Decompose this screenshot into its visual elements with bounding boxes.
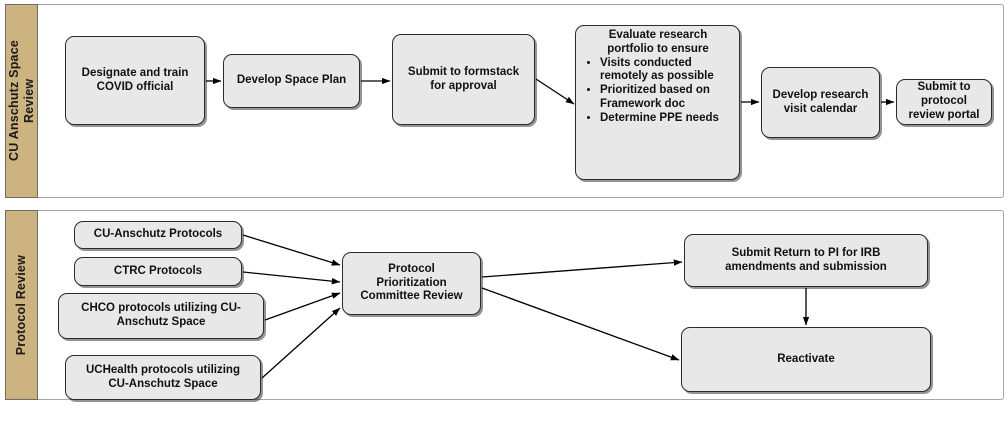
node-label: UCHealth protocols utilizing CU-Anschutz…	[86, 363, 240, 390]
node-label: Develop Space Plan	[236, 74, 347, 87]
node-label: Submit to protocol review portal	[908, 81, 980, 121]
node-develop-research-visit-calendar[interactable]: Develop research visit calendar	[761, 67, 880, 138]
swimlane-label-cu-anschutz-space-review: CU Anschutz Space Review	[5, 4, 38, 198]
node-label: CTRC Protocols	[113, 264, 203, 277]
node-bullet-item: Prioritized based on Framework doc	[600, 84, 734, 112]
node-label: CU-Anschutz Protocols	[93, 228, 223, 241]
node-designate-train-covid-official[interactable]: Designate and train COVID official	[65, 36, 205, 125]
node-label: CHCO protocols utilizing CU- Anschutz Sp…	[81, 302, 241, 328]
node-label: Reactivate	[777, 352, 835, 365]
swimlane-label-text: Protocol Review	[14, 254, 29, 356]
swimlane-label-protocol-review: Protocol Review	[5, 210, 38, 400]
node-uchealth-protocols[interactable]: UCHealth protocols utilizing CU-Anschutz…	[65, 355, 261, 400]
node-label: Submit Return to PI for IRB amendments a…	[725, 246, 887, 273]
node-protocol-prioritization-committee-review[interactable]: Protocol Prioritization Committee Review	[342, 252, 481, 315]
node-chco-protocols[interactable]: CHCO protocols utilizing CU- Anschutz Sp…	[58, 293, 264, 339]
node-submit-to-formstack[interactable]: Submit to formstack for approval	[392, 34, 535, 125]
node-label: Submit to formstack for approval	[407, 65, 520, 92]
node-cu-anschutz-protocols[interactable]: CU-Anschutz Protocols	[74, 221, 242, 249]
node-label: Develop research visit calendar	[772, 88, 869, 115]
node-evaluate-research-portfolio[interactable]: Evaluate research portfolio to ensure Vi…	[575, 25, 740, 180]
swimlane-label-text: CU Anschutz Space Review	[6, 40, 36, 162]
node-ctrc-protocols[interactable]: CTRC Protocols	[74, 257, 242, 286]
node-reactivate[interactable]: Reactivate	[681, 327, 931, 392]
node-heading: Evaluate research portfolio to ensure	[607, 29, 709, 55]
node-submit-return-to-pi[interactable]: Submit Return to PI for IRB amendments a…	[684, 234, 928, 287]
node-develop-space-plan[interactable]: Develop Space Plan	[223, 54, 360, 108]
node-bullet-item: Determine PPE needs	[600, 112, 734, 126]
node-submit-to-protocol-review-portal[interactable]: Submit to protocol review portal	[896, 79, 992, 125]
node-bullet-item: Visits conducted remotely as possible	[600, 57, 734, 85]
node-label: Designate and train COVID official	[81, 66, 189, 93]
node-bullet-list: Visits conducted remotely as possible Pr…	[582, 57, 734, 126]
node-label: Protocol Prioritization Committee Review	[360, 262, 463, 303]
